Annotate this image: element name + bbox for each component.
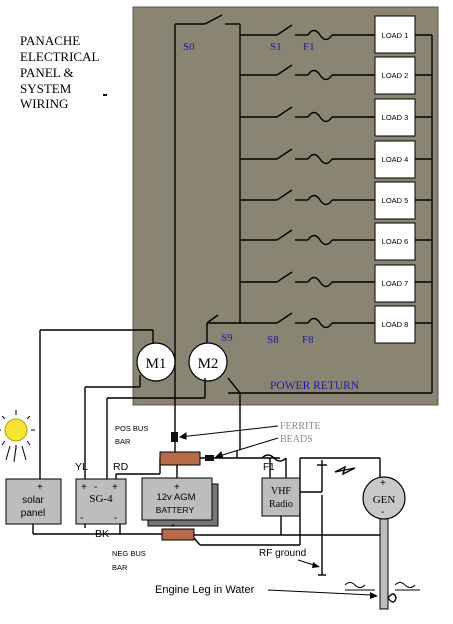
switch-label-s1: S1 — [270, 41, 282, 53]
solar-panel: + solar panel — [5, 478, 62, 534]
controller-minus: - — [94, 482, 97, 493]
load-label-8: LOAD 8 — [382, 320, 409, 329]
controller-plus-right: + — [112, 482, 118, 493]
radio-label-2: Radio — [269, 499, 293, 510]
ferrite-arrows — [178, 425, 279, 459]
solar-label-1: solar — [22, 495, 44, 506]
power-return-label: POWER RETURN — [270, 380, 360, 392]
gen-label: GEN — [373, 494, 396, 506]
load-box-6 — [374, 222, 416, 261]
generator: + GEN - — [299, 457, 406, 610]
controller-minus-bottom-right: - — [114, 513, 117, 524]
load-label-1: LOAD 1 — [382, 31, 409, 40]
controller-minus-bottom-left: - — [80, 513, 83, 524]
solar-label-2: panel — [21, 508, 45, 519]
vhf-radio: VHF Radio F1 — [237, 454, 322, 535]
load-label-5: LOAD 5 — [382, 196, 409, 205]
solar-plus: + — [37, 482, 43, 493]
load-box-2 — [374, 56, 416, 95]
engine-leg-label: Engine Leg in Water — [155, 584, 255, 596]
radio-label-1: VHF — [271, 486, 291, 497]
load-branches — [206, 24, 375, 350]
neg-bus-label-1: NEG BUS — [112, 549, 146, 558]
branch-6 — [240, 229, 375, 246]
branch-1 — [240, 24, 375, 41]
ferrite-bead-pos — [171, 432, 178, 442]
engine-leg — [379, 518, 389, 610]
pos-bus-label-2: BAR — [115, 437, 131, 446]
engine-leg-label-group: Engine Leg in Water — [155, 584, 378, 599]
pos-bus-label: POS BUS BAR — [115, 424, 148, 446]
rf-ground: RF ground — [259, 548, 320, 568]
antenna-icon — [317, 460, 356, 576]
battery-minus: - — [171, 520, 174, 531]
load-label-4: LOAD 4 — [382, 155, 409, 164]
propeller-icon — [387, 593, 397, 603]
load-box-8 — [374, 305, 416, 344]
switch-fuse-labels: S0 S1 F1 S9 S8 F8 — [183, 41, 315, 346]
load-box-3 — [374, 98, 416, 137]
title-line-5: WIRING — [20, 96, 68, 111]
small-mark — [103, 94, 107, 96]
switch-label-s9: S9 — [221, 332, 233, 344]
battery: + 12v AGM BATTERY - — [141, 465, 219, 531]
title-line-2: ELECTRICAL — [20, 49, 99, 64]
neg-bus-label-2: BAR — [112, 563, 128, 572]
fuse-label-f1: F1 — [303, 41, 315, 53]
title-line-1: PANACHE — [20, 33, 80, 48]
load-label-3: LOAD 3 — [382, 113, 409, 122]
switch-label-s8: S8 — [267, 334, 279, 346]
neg-bus-bar — [161, 528, 201, 546]
radio-fuse-label: F1 — [263, 462, 275, 473]
battery-line2: BATTERY — [156, 505, 195, 515]
ferrite-label-1: FERRITE — [280, 421, 321, 432]
pos-bus-bar — [159, 432, 238, 466]
branch-2 — [240, 64, 375, 81]
fuse-label-f8: F8 — [302, 334, 314, 346]
neg-bus-label: NEG BUS BAR — [112, 549, 146, 572]
charge-controller: + - + SG-4 - - — [75, 478, 127, 525]
ferrite-label: FERRITE BEADS — [280, 421, 321, 445]
water-lines — [344, 582, 420, 603]
ferrite-label-2: BEADS — [280, 434, 313, 445]
sun-icon — [0, 410, 35, 463]
solar-charge-wiring — [39, 329, 206, 479]
branch-4 — [240, 148, 375, 165]
load-label-2: LOAD 2 — [382, 71, 409, 80]
wire-yellow-label: YL — [75, 461, 88, 473]
ferrite-bead-radio — [205, 455, 214, 461]
pos-bus-label-1: POS BUS — [115, 424, 148, 433]
meter-m1: M1 — [136, 330, 176, 382]
switch-s0 — [204, 14, 223, 25]
branch-5 — [240, 189, 375, 206]
switch-label-s0: S0 — [183, 41, 195, 53]
controller-plus-left: + — [81, 482, 87, 493]
branch-3 — [240, 106, 375, 123]
return-to-ground — [200, 377, 380, 546]
battery-line1: 12v AGM — [156, 492, 195, 503]
title-line-4: SYSTEM — [20, 81, 72, 96]
load-label-6: LOAD 6 — [382, 237, 409, 246]
meter-m1-label: M1 — [146, 356, 167, 372]
branch-7 — [240, 271, 375, 288]
battery-plus: + — [174, 482, 180, 493]
negative-wiring — [33, 458, 165, 535]
gen-plus: + — [380, 478, 386, 489]
load-label-7: LOAD 7 — [382, 279, 409, 288]
controller-name: SG-4 — [89, 493, 113, 505]
load-box-1 — [374, 15, 416, 54]
title-line-3: PANEL & — [20, 65, 74, 80]
gen-minus: - — [381, 507, 384, 518]
diagram-title: PANACHE ELECTRICAL PANEL & SYSTEM WIRING — [20, 33, 99, 111]
meter-m2-label: M2 — [198, 356, 219, 372]
meter-m2: M2 — [188, 342, 228, 382]
wire-red-label: RD — [113, 461, 129, 473]
load-box-4 — [374, 140, 416, 179]
load-box-7 — [374, 264, 416, 303]
rf-ground-label: RF ground — [259, 548, 306, 559]
power-return-bus — [228, 34, 433, 394]
